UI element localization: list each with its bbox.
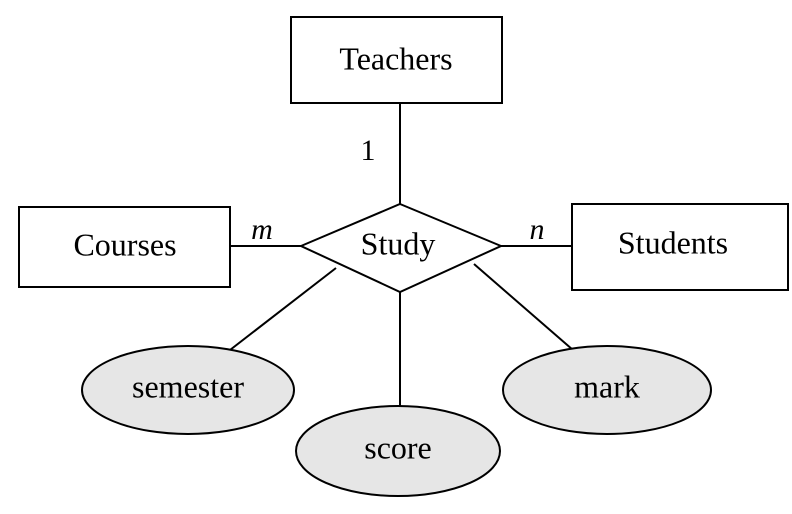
attribute-score-label: score [364, 429, 432, 465]
cardinality-teachers: 1 [361, 134, 376, 167]
relationship-study: Study [298, 202, 504, 294]
entity-courses: Courses [18, 206, 231, 288]
attribute-score: score [295, 405, 501, 497]
entity-teachers-label: Teachers [339, 40, 452, 76]
relationship-study-label: Study [361, 225, 436, 261]
cardinality-students: n [530, 213, 545, 246]
cardinality-courses: m [251, 213, 273, 246]
attribute-semester: semester [81, 345, 295, 435]
entity-students-label: Students [618, 224, 728, 260]
attribute-semester-label: semester [132, 368, 244, 404]
attribute-mark: mark [502, 345, 712, 435]
edge-study-semester [229, 267, 337, 351]
entity-courses-label: Courses [73, 226, 176, 262]
edge-study-mark [473, 263, 574, 351]
entity-students: Students [571, 203, 789, 291]
attribute-mark-label: mark [574, 368, 640, 404]
entity-teachers: Teachers [290, 16, 503, 104]
